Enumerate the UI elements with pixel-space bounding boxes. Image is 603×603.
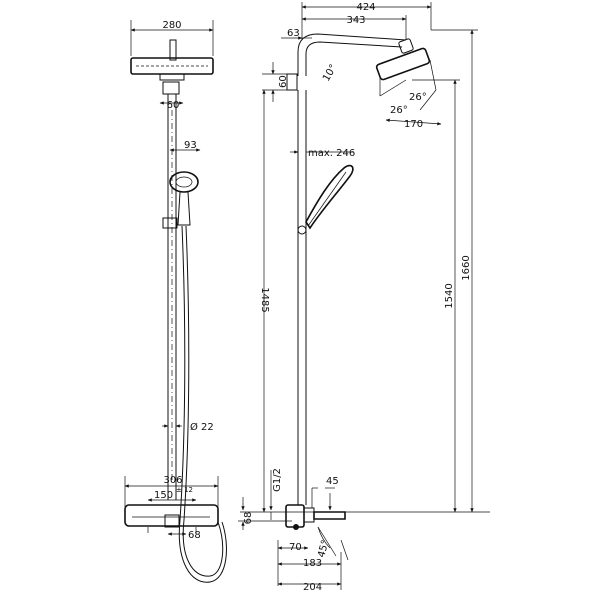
side-view: 424 343 63 10° 60	[238, 2, 490, 593]
spout-height-label: 68	[243, 512, 254, 525]
side-riser-pipe	[297, 90, 307, 505]
head-height-label: 1540	[444, 283, 455, 308]
connection-tolerance-label: ± 12	[176, 486, 193, 494]
front-shower-hose	[178, 225, 227, 583]
head-height-dimension: 1540	[412, 79, 460, 513]
head-diameter-label: 170	[404, 119, 423, 130]
spout-angle-label: 45°	[316, 539, 331, 559]
thread-label: G1/2	[272, 468, 283, 492]
front-riser-pipe	[167, 94, 177, 500]
mixer-projection-dimension: 204	[277, 582, 342, 593]
overhead-width-label: 280	[162, 20, 181, 31]
handshower-reach-label: max. 246	[308, 148, 355, 159]
riser-diameter-dimension: Ø 22	[162, 421, 214, 433]
front-thermostat-mixer	[124, 504, 219, 533]
side-hand-shower	[297, 164, 354, 235]
riser-diameter-label: Ø 22	[190, 421, 214, 433]
connection-spacing-label: 150	[154, 490, 173, 501]
front-hand-shower: 93	[162, 140, 201, 229]
spout-to-wall-label: 70	[289, 542, 302, 553]
handshower-reach-dimension: max. 246	[290, 148, 355, 159]
overhead-shower-head	[130, 39, 214, 81]
head-tilt-left-label: 26°	[390, 105, 408, 116]
side-shower-head: 26° 26° 170	[375, 38, 442, 130]
arm-reach-dimensions: 424 343 63	[281, 2, 432, 40]
riser-height-label: 1485	[259, 287, 270, 312]
front-arm-bracket: 60	[159, 81, 184, 111]
wall-offset-label: 63	[287, 28, 300, 39]
mixer-width-dimension: 306	[124, 475, 219, 508]
arm-reach-center-label: 343	[346, 15, 365, 26]
spout-height-dimension: 68	[238, 497, 292, 530]
arm-reach-total-label: 424	[356, 2, 375, 13]
head-tilt-right-label: 26°	[409, 92, 427, 103]
mixer-projection-label: 204	[303, 582, 322, 593]
bracket-height-label: 60	[278, 75, 289, 88]
connection-spacing-dimension: 150 ± 12	[147, 486, 197, 502]
spout-offset-label: 45	[326, 476, 339, 487]
spout-projection-label: 183	[303, 558, 322, 569]
handshower-width-label: 93	[184, 140, 197, 151]
arm-offset-label: 60	[167, 100, 180, 111]
mixer-depth-dimension: 68	[167, 530, 201, 541]
spout-angle-dimension: 45°	[316, 526, 349, 561]
spout-offset-dimension: 45	[311, 476, 339, 511]
wall-bracket: 60	[262, 62, 298, 102]
shower-arm: 10°	[297, 33, 407, 84]
front-view: 280 60 93	[124, 20, 227, 583]
overall-height-label: 1660	[461, 255, 472, 280]
mixer-width-label: 306	[163, 475, 182, 486]
thread-dimension: G1/2	[269, 468, 283, 520]
mixer-depth-label: 68	[188, 530, 201, 541]
spout-to-wall-dimension: 70	[277, 542, 309, 553]
side-thermostat-mixer	[285, 504, 346, 530]
riser-height-dimension: 1485	[259, 89, 270, 513]
overhead-width-dimension: 280	[130, 20, 214, 56]
arm-angle-label: 10°	[321, 63, 339, 84]
overall-height-dimension: 1660	[431, 29, 478, 513]
